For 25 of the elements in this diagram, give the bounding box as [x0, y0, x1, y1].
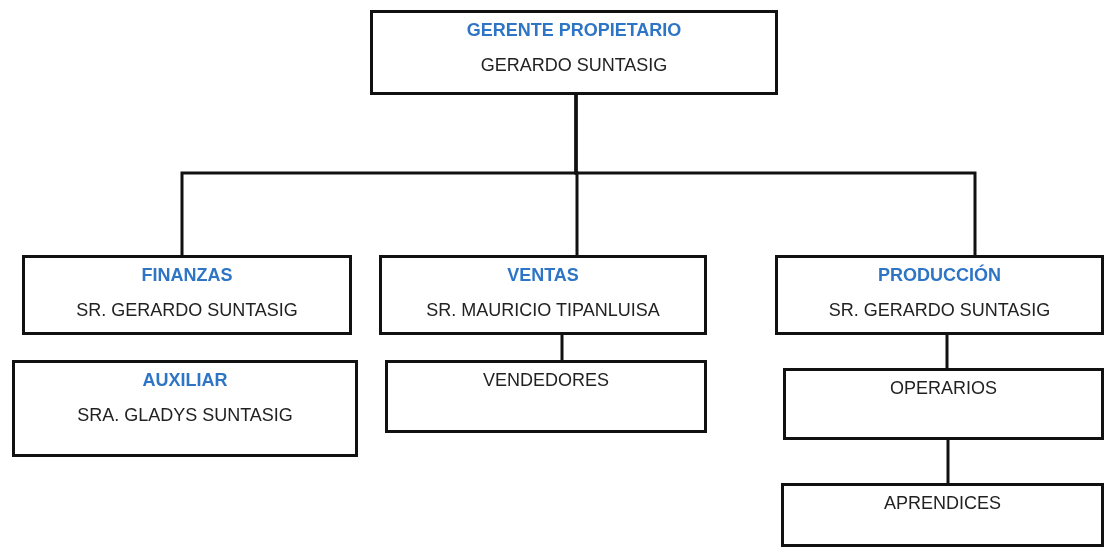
org-box	[385, 360, 707, 433]
person-name: GERARDO SUNTASIG	[480, 53, 668, 76]
org-box	[370, 10, 778, 95]
org-box	[783, 368, 1104, 440]
role-title: AUXILIAR	[142, 369, 228, 392]
person-name: VENDEDORES	[483, 369, 609, 392]
org-box	[379, 255, 707, 335]
connector-line	[945, 335, 949, 368]
org-box	[12, 360, 358, 457]
org-box	[22, 255, 352, 335]
person-name: SRA. GLADYS SUNTASIG	[77, 403, 293, 426]
person-name: SR. GERARDO SUNTASIG	[76, 298, 298, 321]
connector-line	[946, 440, 950, 483]
person-name: APRENDICES	[884, 492, 1001, 515]
person-name: SR. MAURICIO TIPANLUISA	[426, 298, 660, 321]
connector-line	[574, 95, 977, 255]
role-title: VENTAS	[507, 264, 579, 287]
org-box	[781, 483, 1104, 547]
role-title: PRODUCCIÓN	[878, 264, 1001, 287]
person-name: OPERARIOS	[890, 377, 997, 400]
person-name: SR. GERARDO SUNTASIG	[828, 298, 1051, 321]
role-title: GERENTE PROPIETARIO	[466, 19, 682, 42]
org-box	[775, 255, 1104, 335]
role-title: FINANZAS	[141, 264, 233, 287]
connector-line	[560, 335, 564, 360]
